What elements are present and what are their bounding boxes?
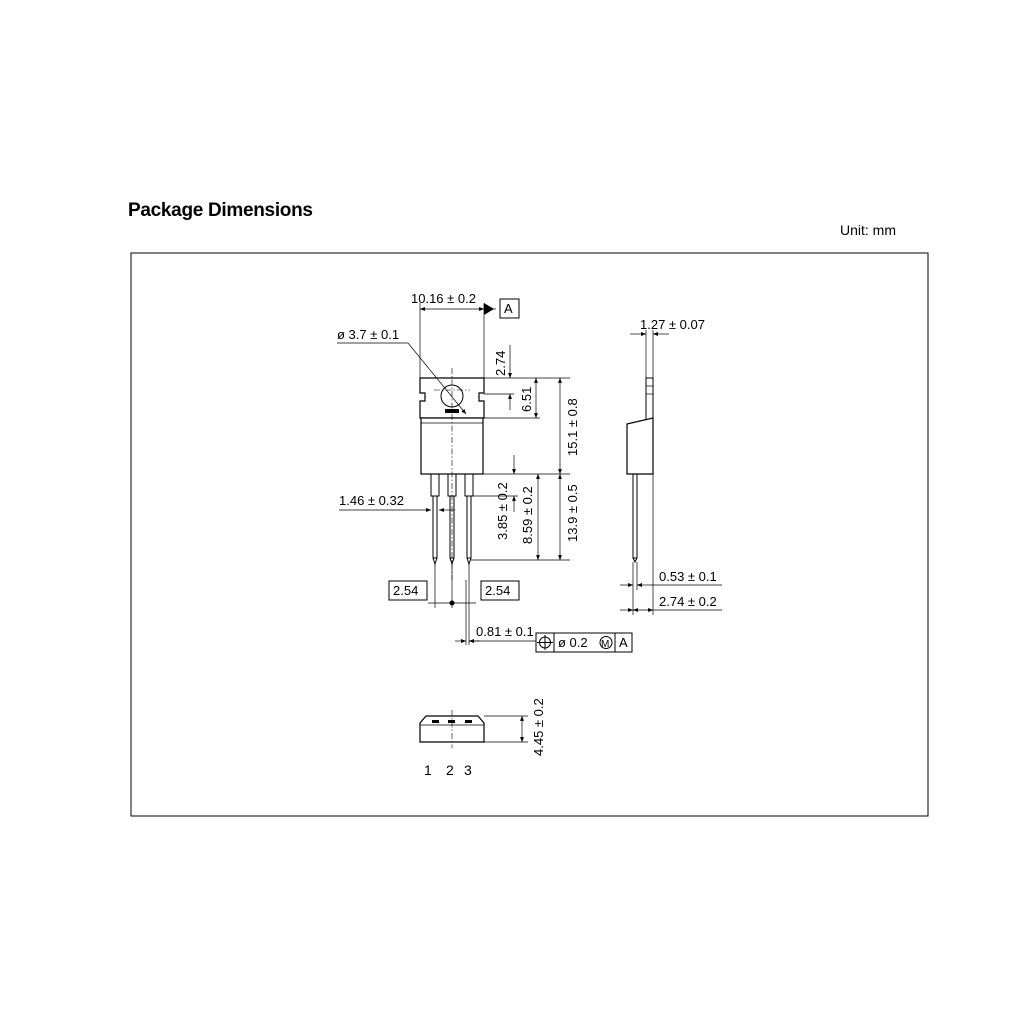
dim-pitch1-label: 2.54 — [393, 583, 418, 598]
dim-445-label: 4.45 ± 0.2 — [531, 698, 546, 756]
dim-151-label: 15.1 ± 0.8 — [565, 398, 580, 456]
pin-2-label: 2 — [446, 762, 454, 778]
drawing-frame — [130, 252, 929, 817]
fcf-modifier: M — [601, 639, 609, 650]
side-lead — [632, 473, 638, 559]
dim-274-label: 2.74 — [493, 351, 508, 376]
dim-127-label: 1.27 ± 0.07 — [640, 317, 705, 332]
dim-053-label: 0.53 ± 0.1 — [659, 569, 717, 584]
end-view — [419, 710, 485, 748]
unit-label: Unit: mm — [840, 222, 896, 238]
pin-3-label: 3 — [464, 762, 472, 778]
feature-control-frame: ø 0.2 M A — [535, 632, 633, 653]
pin-1-label: 1 — [424, 762, 432, 778]
page-title: Package Dimensions — [128, 200, 313, 221]
fcf-tolerance: ø 0.2 — [558, 635, 588, 650]
front-view — [419, 368, 485, 580]
datum-a-box — [499, 298, 520, 319]
dim-081-label: 0.81 ± 0.1 — [476, 624, 534, 639]
side-view — [626, 377, 654, 564]
fcf-datum: A — [619, 635, 628, 650]
pitch-box-left — [388, 580, 428, 601]
datum-a-label: A — [504, 301, 513, 316]
dim-139-label: 13.9 ± 0.5 — [565, 484, 580, 542]
dim-pitch2-label: 2.54 — [485, 583, 510, 598]
dim-274b-label: 2.74 ± 0.2 — [659, 594, 717, 609]
dim-146-label: 1.46 ± 0.32 — [339, 493, 404, 508]
side-body — [626, 417, 654, 475]
mmc-symbol-icon — [599, 636, 613, 649]
dim-651-label: 6.51 — [519, 387, 534, 412]
dim-hole-label: ø 3.7 ± 0.1 — [337, 327, 399, 342]
dim-width-label: 10.16 ± 0.2 — [411, 291, 476, 306]
dim-859-label: 8.59 ± 0.2 — [520, 486, 535, 544]
pitch-box-right — [480, 580, 520, 601]
side-tab — [645, 377, 654, 425]
dim-385-label: 3.85 ± 0.2 — [495, 482, 510, 540]
